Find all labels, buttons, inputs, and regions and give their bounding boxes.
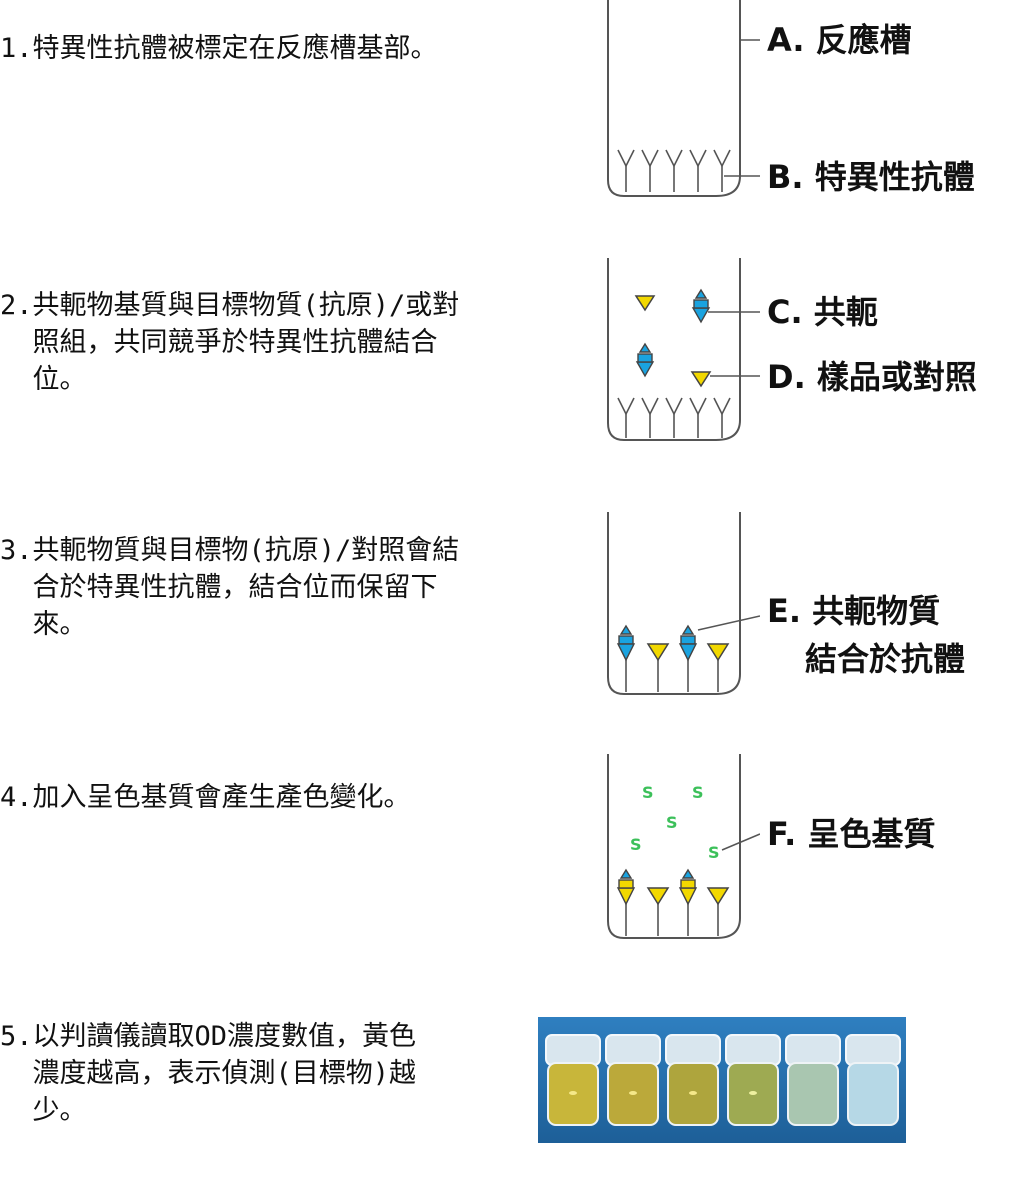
step-1-text: 1.特異性抗體被標定在反應槽基部。 — [0, 33, 438, 64]
conjugate-marker — [691, 288, 711, 324]
reaction-well — [607, 754, 741, 939]
conjugate-marker — [616, 624, 636, 662]
conjugate-marker — [616, 868, 636, 906]
step-4: 4.加入呈色基質會產生產色變化。 — [0, 779, 580, 816]
label-e-line1: E. 共軛物質 — [767, 592, 941, 630]
step-5-text: 5.以判讀儀讀取OD濃度數值，黃色 濃度越高，表示偵測(目標物)越 少。 — [0, 1021, 417, 1126]
leader-line-e — [697, 615, 760, 631]
antibody-stems — [625, 660, 719, 692]
conjugate-marker — [678, 868, 698, 906]
diagram-well-antibodies — [607, 0, 760, 197]
step-4-text: 4.加入呈色基質會產生產色變化。 — [0, 782, 411, 813]
sample-marker — [690, 371, 712, 388]
well — [725, 1034, 781, 1126]
label-d: D. 樣品或對照 — [767, 358, 977, 396]
leader-line-f — [721, 833, 760, 851]
label-a: A. 反應槽 — [767, 21, 912, 59]
well — [845, 1034, 901, 1126]
diagram-competition — [607, 258, 760, 441]
well — [605, 1034, 661, 1126]
substrate-symbols: S S S S S — [630, 783, 720, 862]
antibody-row — [617, 149, 731, 192]
step-2-text: 2.共軛物基質與目標物質(抗原)/或對 照組，共同競爭於特異性抗體結合 位。 — [0, 290, 460, 395]
sample-marker — [706, 643, 730, 662]
well — [545, 1034, 601, 1126]
label-f: F. 呈色基質 — [767, 815, 936, 853]
sample-marker — [646, 887, 670, 906]
label-e-line2: 結合於抗體 — [805, 640, 966, 678]
label-b: B. 特異性抗體 — [767, 158, 975, 196]
reaction-well — [607, 512, 741, 695]
antibody-row — [617, 397, 731, 438]
elisa-wells-photo-icon — [538, 1017, 906, 1143]
substrate-symbol: S — [642, 783, 654, 802]
sample-marker — [706, 887, 730, 906]
diagram-substrate: S S S S S — [607, 754, 760, 939]
step-3-text: 3.共軛物質與目標物(抗原)/對照會結 合於特異性抗體，結合位而保留下 來。 — [0, 535, 460, 640]
step-1: 1.特異性抗體被標定在反應槽基部。 — [0, 30, 580, 67]
step-5: 5.以判讀儀讀取OD濃度數值，黃色 濃度越高，表示偵測(目標物)越 少。 — [0, 1018, 580, 1129]
well-strip — [545, 1034, 901, 1126]
well — [665, 1034, 721, 1126]
sample-marker — [646, 643, 670, 662]
well — [785, 1034, 841, 1126]
step-3: 3.共軛物質與目標物(抗原)/對照會結 合於特異性抗體，結合位而保留下 來。 — [0, 532, 580, 643]
diagram-bound — [607, 512, 760, 695]
substrate-symbol: S — [666, 813, 678, 832]
sample-marker — [634, 295, 656, 312]
substrate-symbol: S — [708, 843, 720, 862]
conjugate-marker — [635, 342, 655, 378]
label-c: C. 共軛 — [767, 293, 878, 331]
substrate-symbol: S — [630, 835, 642, 854]
substrate-symbol: S — [692, 783, 704, 802]
antibody-stems — [625, 904, 719, 936]
conjugate-marker — [678, 624, 698, 662]
reaction-well — [607, 258, 741, 441]
reaction-well — [607, 0, 741, 197]
step-2: 2.共軛物基質與目標物質(抗原)/或對 照組，共同競爭於特異性抗體結合 位。 — [0, 287, 580, 398]
